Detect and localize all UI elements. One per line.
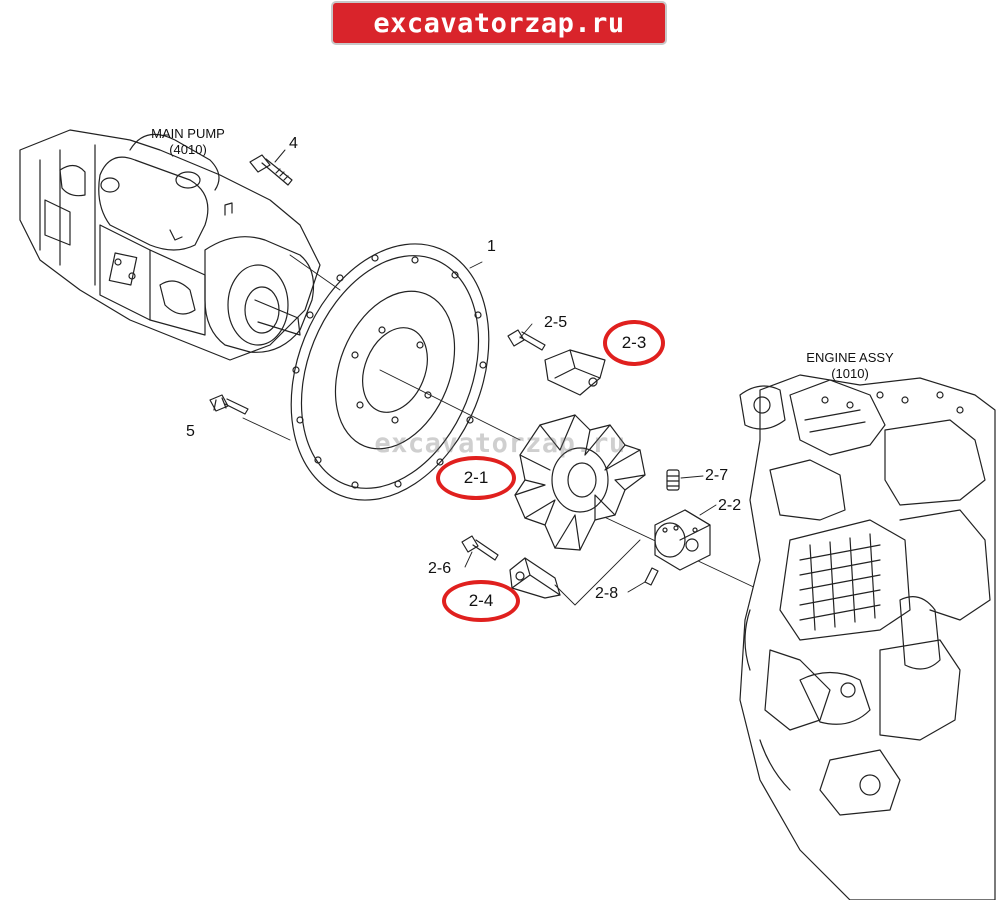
main-pump-assembly bbox=[19, 129, 321, 361]
engine-assembly bbox=[739, 374, 996, 900]
main-pump-name: MAIN PUMP bbox=[151, 126, 225, 141]
flywheel-bolt-holes bbox=[292, 254, 487, 489]
callout-2-7[interactable]: 2-7 bbox=[705, 467, 729, 484]
set-screw-part-2-7 bbox=[666, 469, 680, 491]
engine-code: (1010) bbox=[831, 366, 869, 381]
rubber-element-part-2-1 bbox=[514, 414, 646, 551]
callout-1[interactable]: 1 bbox=[487, 238, 496, 255]
callout-5[interactable]: 5 bbox=[186, 423, 195, 440]
highlight-ring-2-3[interactable]: 2-3 bbox=[603, 320, 665, 366]
hub-part-2-2 bbox=[654, 509, 711, 571]
callout-2-6[interactable]: 2-6 bbox=[428, 560, 452, 577]
flywheel-coupling-plate bbox=[290, 243, 490, 501]
highlight-ring-2-4[interactable]: 2-4 bbox=[442, 580, 520, 622]
engine-title: ENGINE ASSY (1010) bbox=[795, 350, 905, 382]
callout-2-4: 2-4 bbox=[468, 591, 494, 610]
callout-2-8[interactable]: 2-8 bbox=[595, 585, 619, 602]
engine-name: ENGINE ASSY bbox=[806, 350, 894, 365]
bolt-part-2-6 bbox=[461, 535, 499, 561]
wedge-part-2-3 bbox=[544, 349, 606, 396]
wedge-part-2-4 bbox=[509, 557, 561, 599]
bolt-part-5 bbox=[209, 394, 249, 415]
watermark: excavatorzap.ru bbox=[374, 428, 626, 459]
main-pump-title: MAIN PUMP (4010) bbox=[138, 126, 238, 158]
callout-2-3: 2-3 bbox=[621, 333, 647, 352]
highlight-ring-2-1[interactable]: 2-1 bbox=[436, 456, 516, 500]
pin-part-2-8 bbox=[644, 567, 659, 586]
main-pump-code: (4010) bbox=[169, 142, 207, 157]
callout-4[interactable]: 4 bbox=[289, 135, 298, 152]
callout-2-1: 2-1 bbox=[463, 468, 489, 487]
bolt-part-2-5 bbox=[507, 329, 546, 351]
site-banner[interactable]: excavatorzap.ru bbox=[331, 1, 667, 45]
bolt-part-4 bbox=[249, 154, 293, 186]
callout-2-2[interactable]: 2-2 bbox=[718, 497, 742, 514]
callout-2-5[interactable]: 2-5 bbox=[544, 314, 568, 331]
